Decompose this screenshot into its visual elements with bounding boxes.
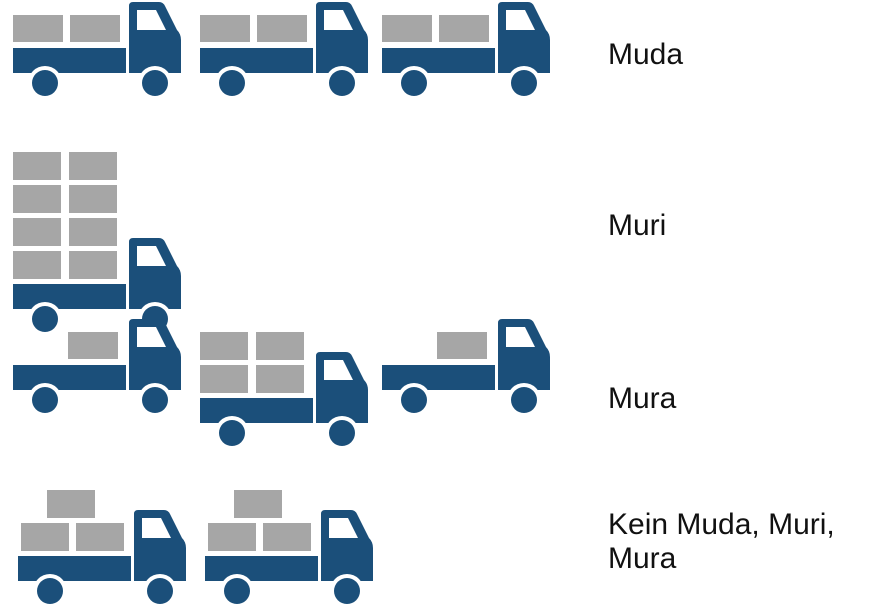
truck-graphic bbox=[382, 319, 550, 417]
truck-icon bbox=[18, 488, 190, 610]
cargo-box bbox=[256, 365, 304, 393]
truck-graphic bbox=[13, 319, 181, 417]
cargo-box bbox=[13, 15, 63, 42]
label-line: Mura bbox=[608, 542, 677, 575]
truck-graphic bbox=[200, 2, 368, 100]
cargo-box bbox=[76, 523, 124, 551]
wheel bbox=[32, 387, 58, 413]
truck-bed bbox=[200, 398, 313, 423]
cargo-box bbox=[13, 152, 61, 180]
truck-icon bbox=[382, 319, 554, 419]
truck-bed bbox=[13, 284, 126, 309]
wheel bbox=[224, 578, 250, 604]
wheel bbox=[32, 70, 58, 96]
wheel bbox=[511, 70, 537, 96]
cargo-box bbox=[382, 15, 432, 42]
truck-icon bbox=[200, 2, 372, 102]
cargo-box bbox=[263, 523, 311, 551]
truck-window bbox=[329, 518, 358, 538]
cargo-box bbox=[69, 251, 117, 279]
truck-icon bbox=[13, 319, 185, 419]
wheel bbox=[334, 578, 360, 604]
truck-bed bbox=[382, 365, 495, 390]
truck-bed bbox=[18, 556, 131, 581]
wheel bbox=[147, 578, 173, 604]
truck-window bbox=[137, 246, 166, 266]
wheel bbox=[401, 387, 427, 413]
label-mura: Mura bbox=[608, 382, 676, 416]
truck-bed bbox=[205, 556, 318, 581]
label-line: Mura bbox=[608, 382, 677, 415]
cargo-box bbox=[68, 332, 118, 359]
truck-window bbox=[506, 10, 535, 30]
wheel bbox=[219, 70, 245, 96]
wheel bbox=[401, 70, 427, 96]
truck-graphic bbox=[13, 2, 181, 100]
truck-bed bbox=[13, 48, 126, 73]
truck-window bbox=[324, 10, 353, 30]
truck-bed bbox=[13, 365, 126, 390]
cargo-box bbox=[437, 332, 487, 359]
wheel bbox=[37, 578, 63, 604]
cargo-box bbox=[200, 332, 248, 360]
truck-graphic bbox=[13, 152, 181, 336]
truck-window bbox=[137, 10, 166, 30]
truck-graphic bbox=[382, 2, 550, 100]
truck-graphic bbox=[205, 490, 373, 608]
row-mura: Mura bbox=[13, 319, 677, 452]
truck-window bbox=[324, 360, 353, 380]
wheel bbox=[142, 387, 168, 413]
cargo-box bbox=[69, 152, 117, 180]
cargo-box bbox=[69, 185, 117, 213]
truck-icon bbox=[200, 330, 372, 452]
cargo-box bbox=[13, 251, 61, 279]
cargo-box bbox=[13, 185, 61, 213]
truck-icon bbox=[13, 2, 185, 102]
cargo-box bbox=[69, 218, 117, 246]
wheel bbox=[329, 420, 355, 446]
truck-bed bbox=[200, 48, 313, 73]
wheel bbox=[219, 420, 245, 446]
label-muri: Muri bbox=[608, 209, 666, 243]
cargo-box bbox=[21, 523, 69, 551]
wheel bbox=[511, 387, 537, 413]
label-line: Kein Muda, Muri, bbox=[608, 508, 835, 541]
wheel bbox=[329, 70, 355, 96]
truck-graphic bbox=[18, 490, 186, 608]
truck-window bbox=[137, 327, 166, 347]
truck-window bbox=[506, 327, 535, 347]
cargo-box bbox=[439, 15, 489, 42]
row-muda: Muda bbox=[0, 0, 891, 140]
label-kein-muda-muri-mura: Kein Muda, Muri, Mura bbox=[608, 508, 835, 576]
truck-bed bbox=[382, 48, 495, 73]
row-muri: Muri bbox=[0, 0, 891, 336]
truck-icon bbox=[13, 150, 185, 338]
cargo-box bbox=[70, 15, 120, 42]
truck-icon bbox=[205, 488, 377, 610]
cargo-box bbox=[200, 365, 248, 393]
truck-window bbox=[142, 518, 171, 538]
label-line: Muda bbox=[608, 38, 684, 71]
label-line: Muri bbox=[608, 209, 667, 242]
cargo-box bbox=[256, 332, 304, 360]
cargo-box bbox=[47, 490, 95, 518]
cargo-box bbox=[208, 523, 256, 551]
cargo-box bbox=[257, 15, 307, 42]
label-muda: Muda bbox=[608, 38, 683, 72]
cargo-box bbox=[234, 490, 282, 518]
cargo-box bbox=[200, 15, 250, 42]
wheel bbox=[32, 306, 58, 332]
wheel bbox=[142, 70, 168, 96]
cargo-box bbox=[13, 218, 61, 246]
truck-icon bbox=[382, 2, 554, 102]
truck-graphic bbox=[200, 332, 368, 450]
